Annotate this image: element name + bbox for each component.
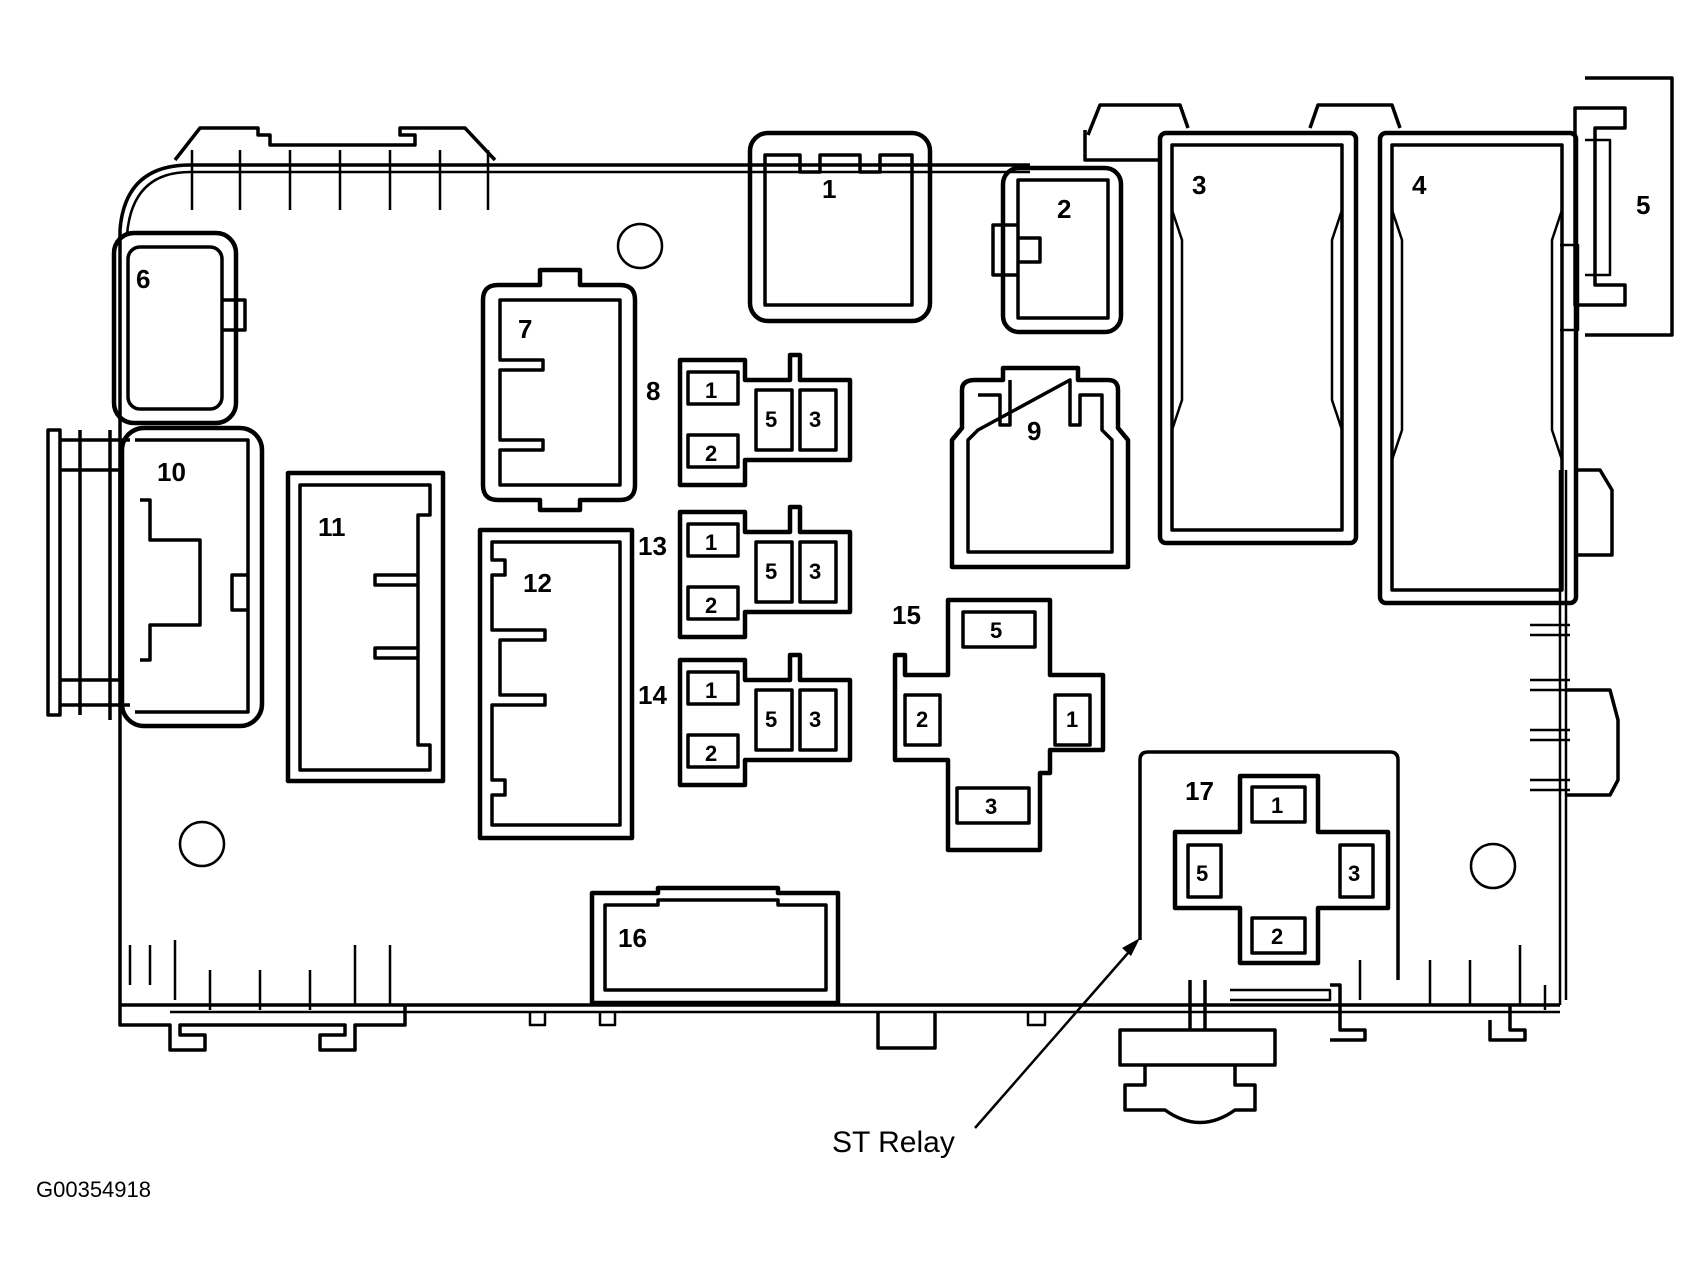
connector-12: 12 bbox=[477, 527, 635, 841]
relay-17-st: 1 5 3 2 17 bbox=[1138, 750, 1400, 980]
label-11: 11 bbox=[318, 512, 346, 542]
pin-15-1: 1 bbox=[1066, 707, 1078, 732]
connector-1: 1 bbox=[747, 130, 933, 324]
relay-15: 5 2 1 3 15 bbox=[892, 597, 1106, 853]
relay-14: 1 2 5 3 14 bbox=[638, 652, 853, 788]
pin-8-5: 5 bbox=[765, 407, 777, 432]
pin-13-2: 2 bbox=[705, 593, 717, 618]
connector-11: 11 bbox=[285, 470, 446, 784]
hole-bottom-left bbox=[178, 820, 226, 868]
bottom-right-mount bbox=[1118, 945, 1547, 1125]
label-7: 7 bbox=[518, 314, 532, 344]
pin-8-1: 1 bbox=[705, 378, 717, 403]
pin-15-3: 3 bbox=[985, 794, 997, 819]
hole-top bbox=[616, 222, 664, 270]
pin-15-2: 2 bbox=[916, 707, 928, 732]
label-8: 8 bbox=[646, 376, 660, 406]
pin-14-3: 3 bbox=[809, 707, 821, 732]
pin-17-3: 3 bbox=[1348, 861, 1360, 886]
mounting-holes bbox=[178, 222, 1517, 890]
label-1: 1 bbox=[822, 174, 836, 204]
right-side-tabs bbox=[1530, 468, 1620, 797]
label-17: 17 bbox=[1185, 776, 1214, 806]
label-12: 12 bbox=[523, 568, 552, 598]
pin-17-2: 2 bbox=[1271, 924, 1283, 949]
pin-13-3: 3 bbox=[809, 559, 821, 584]
label-6: 6 bbox=[136, 264, 150, 294]
bottom-left-clip bbox=[118, 940, 407, 1052]
connector-4: 4 bbox=[1308, 103, 1579, 606]
relay-13: 1 2 5 3 13 bbox=[638, 504, 853, 640]
connector-9: 9 bbox=[949, 365, 1131, 570]
label-5: 5 bbox=[1636, 190, 1650, 220]
pin-14-1: 1 bbox=[705, 678, 717, 703]
label-14: 14 bbox=[638, 680, 667, 710]
connector-10: 10 bbox=[46, 425, 265, 729]
label-16: 16 bbox=[618, 923, 647, 953]
bottom-notches bbox=[528, 1012, 1047, 1050]
figure-id: G00354918 bbox=[36, 1177, 151, 1202]
pin-8-3: 3 bbox=[809, 407, 821, 432]
hole-bottom-right bbox=[1469, 842, 1517, 890]
connector-5: 5 bbox=[1560, 76, 1674, 337]
pin-13-5: 5 bbox=[765, 559, 777, 584]
pin-8-2: 2 bbox=[705, 441, 717, 466]
pin-17-1: 1 bbox=[1271, 793, 1283, 818]
connector-2: 2 bbox=[991, 165, 1124, 335]
label-9: 9 bbox=[1027, 416, 1041, 446]
st-relay-label: ST Relay bbox=[832, 1126, 955, 1159]
housing-outline bbox=[118, 163, 1568, 1014]
pin-17-5: 5 bbox=[1196, 861, 1208, 886]
connector-3: 3 bbox=[1083, 103, 1359, 546]
pin-15-5: 5 bbox=[990, 618, 1002, 643]
pin-13-1: 1 bbox=[705, 530, 717, 555]
label-4: 4 bbox=[1412, 170, 1427, 200]
label-2: 2 bbox=[1057, 194, 1071, 224]
label-10: 10 bbox=[157, 457, 186, 487]
label-15: 15 bbox=[892, 600, 921, 630]
label-3: 3 bbox=[1192, 170, 1206, 200]
pin-14-2: 2 bbox=[705, 741, 717, 766]
st-relay-callout: ST Relay bbox=[832, 938, 1140, 1159]
label-13: 13 bbox=[638, 531, 667, 561]
connector-7: 7 bbox=[480, 267, 638, 513]
connector-6: 6 bbox=[111, 230, 247, 426]
connector-16: 16 bbox=[589, 885, 841, 1006]
pin-14-5: 5 bbox=[765, 707, 777, 732]
relay-8: 1 2 5 3 8 bbox=[646, 352, 853, 488]
top-clip bbox=[173, 126, 497, 210]
